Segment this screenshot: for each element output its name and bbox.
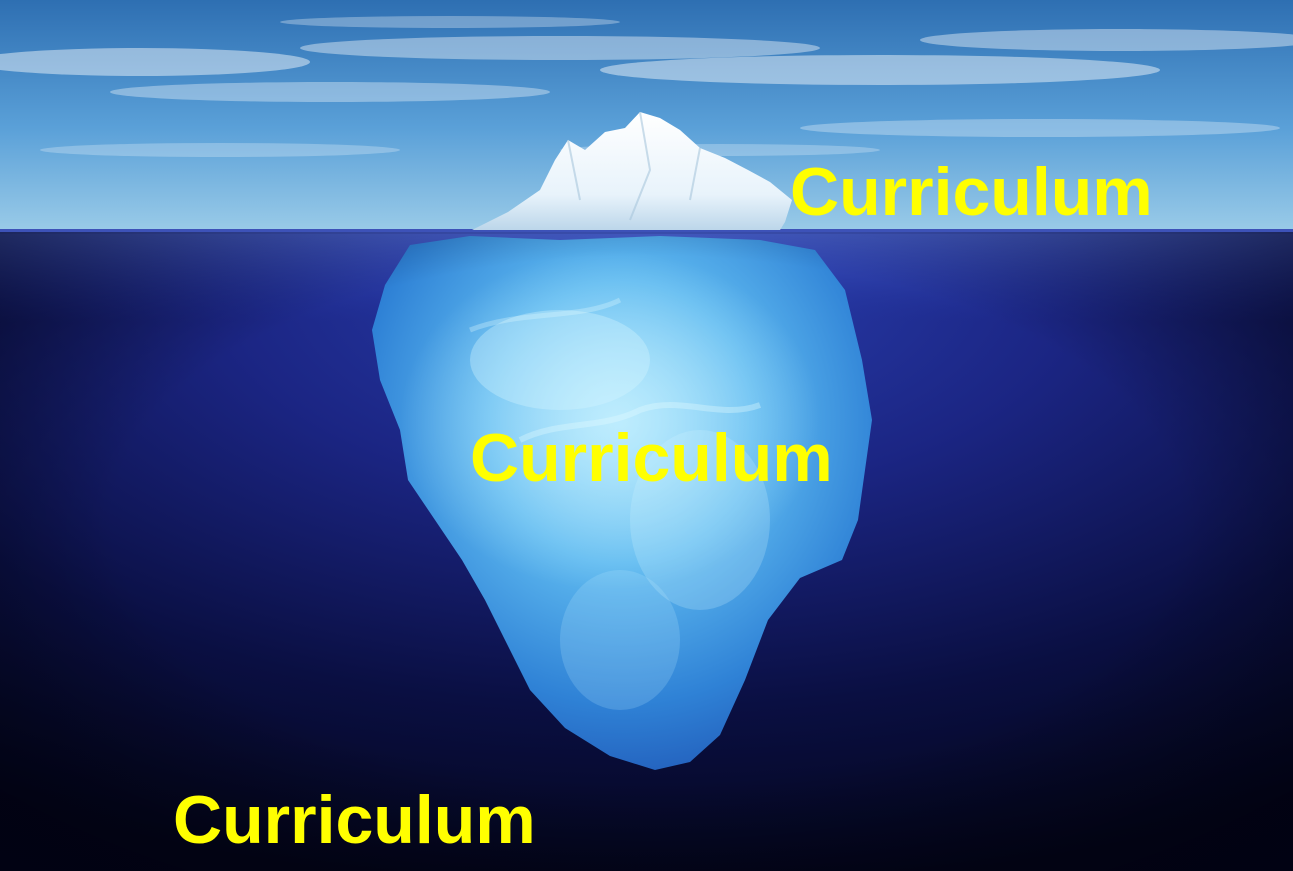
- deep-label: Curriculum: [173, 782, 536, 858]
- waterline: [0, 229, 1293, 234]
- clouds: [0, 16, 1293, 157]
- vignette: [0, 232, 1293, 871]
- iceberg-tip: [472, 112, 792, 230]
- submerged-label: Curriculum: [470, 420, 833, 496]
- tip-label: Curriculum: [790, 154, 1153, 230]
